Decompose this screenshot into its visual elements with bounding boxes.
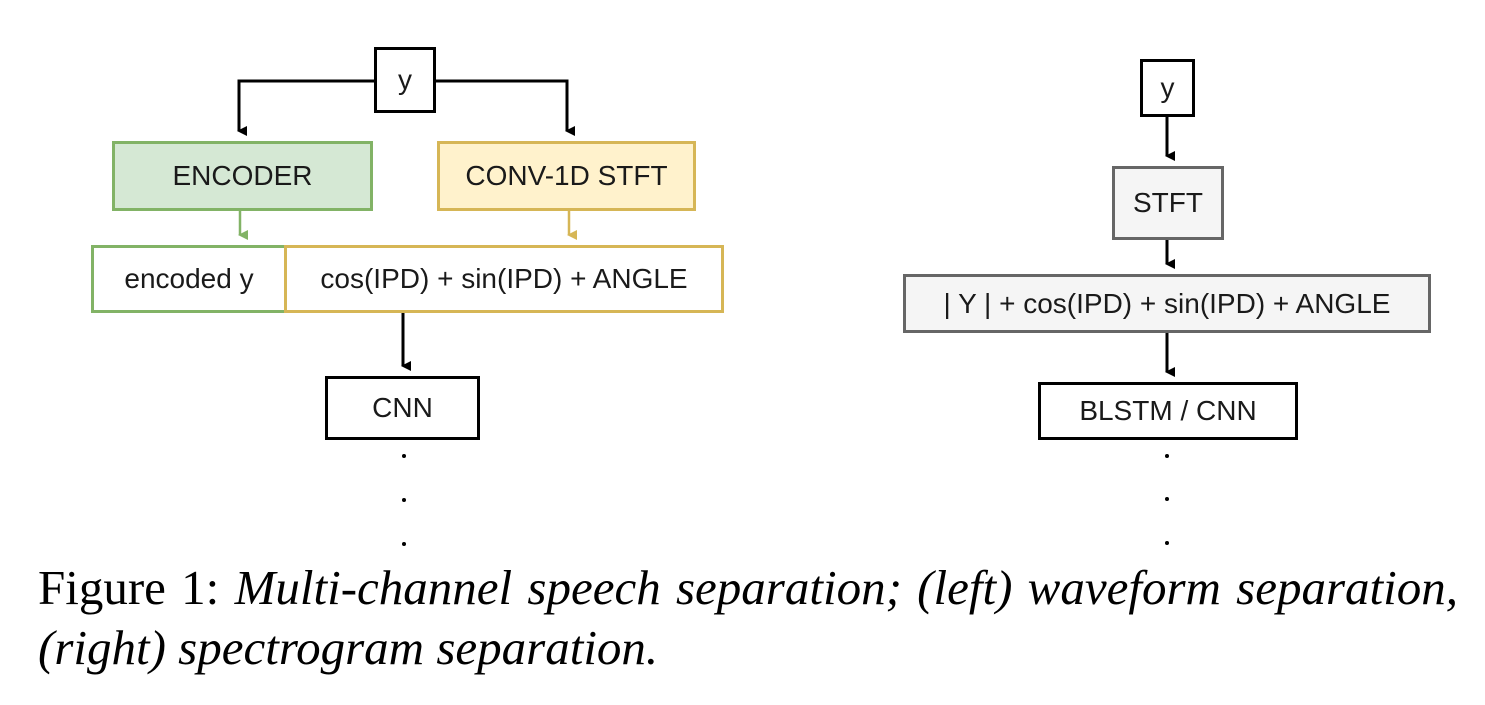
blstm-cnn-node: BLSTM / CNN (1038, 382, 1298, 440)
blstm-cnn-label: BLSTM / CNN (1079, 395, 1257, 426)
right-features-label: | Y | + cos(IPD) + sin(IPD) + ANGLE (943, 287, 1391, 319)
right-ellipsis-dot-2 (1165, 497, 1169, 501)
left-input-label: y (398, 64, 412, 95)
caption-text: Multi-channel speech separation; (left) … (38, 560, 1459, 675)
arrow-y-to-encoder (237, 79, 374, 136)
right-ellipsis-dot-3 (1165, 541, 1169, 545)
encoder-node: ENCODER (112, 141, 373, 211)
left-features-node: cos(IPD) + sin(IPD) + ANGLE (284, 245, 724, 313)
encoded-y-node: encoded y (91, 245, 287, 313)
left-ellipsis-dot-2 (402, 498, 406, 502)
encoder-label: ENCODER (172, 160, 313, 191)
left-ellipsis-dot-3 (402, 542, 406, 546)
left-ellipsis-dot-1 (402, 454, 406, 458)
left-features-label: cos(IPD) + sin(IPD) + ANGLE (320, 263, 688, 294)
encoded-y-label: encoded y (124, 263, 254, 294)
stft-node: STFT (1112, 166, 1224, 240)
stft-label: STFT (1133, 187, 1203, 218)
left-input-node: y (374, 47, 436, 113)
caption-label: Figure 1: (38, 560, 220, 615)
figure-caption: Figure 1: Multi-channel speech separatio… (38, 558, 1458, 678)
right-input-label: y (1160, 72, 1175, 103)
arrow-y-to-conv-stft (436, 79, 575, 136)
right-features-node: | Y | + cos(IPD) + sin(IPD) + ANGLE (903, 274, 1431, 333)
conv-stft-node: CONV-1D STFT (437, 141, 696, 211)
conv-stft-label: CONV-1D STFT (465, 160, 668, 191)
cnn-node: CNN (325, 376, 480, 440)
cnn-label: CNN (372, 392, 433, 423)
right-ellipsis-dot-1 (1165, 454, 1169, 458)
right-input-node: y (1140, 59, 1195, 117)
